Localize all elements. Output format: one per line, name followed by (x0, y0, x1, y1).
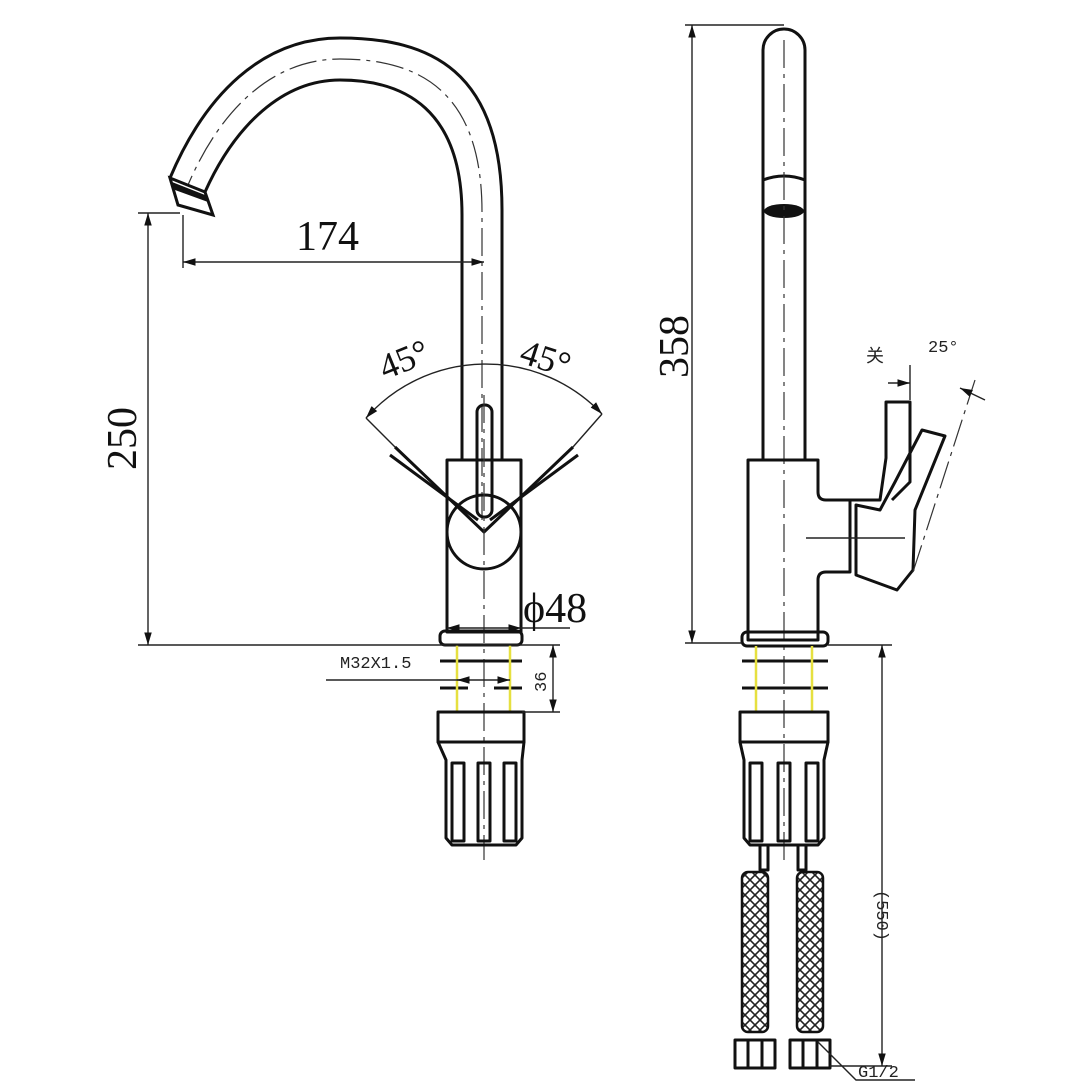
base-and-thread (436, 629, 526, 847)
side-view: 关 25° 358 (652, 24, 986, 1083)
thread-spec-label: M32X1.5 (340, 655, 411, 674)
front-dimensions: 174 250 ϕ48 M32X1.5 36 (100, 212, 587, 713)
hose-length-label: (550) (871, 890, 890, 941)
spout (167, 36, 504, 520)
connector-label: G1/2 (858, 1064, 899, 1083)
side-body (746, 379, 976, 642)
side-spout (761, 27, 807, 860)
hoses (733, 843, 832, 1070)
angle-left-label: 45° (373, 331, 435, 387)
side-base (738, 630, 830, 847)
tilt-angle-label: 25° (928, 339, 959, 358)
height-dimension-label: 250 (100, 407, 146, 470)
diameter-label: ϕ48 (523, 586, 587, 632)
side-dimensions: 358 (550) G1/2 (652, 24, 915, 1083)
angle-right-label: 45° (516, 332, 576, 386)
total-height-label: 358 (652, 315, 698, 378)
side-angle-dimension: 关 25° (866, 339, 986, 401)
front-view: 45° 45° 174 250 ϕ48 M32X (100, 36, 603, 860)
thread-length-label: 36 (533, 672, 552, 692)
reach-dimension-label: 174 (296, 214, 359, 260)
off-label: 关 (866, 346, 884, 367)
